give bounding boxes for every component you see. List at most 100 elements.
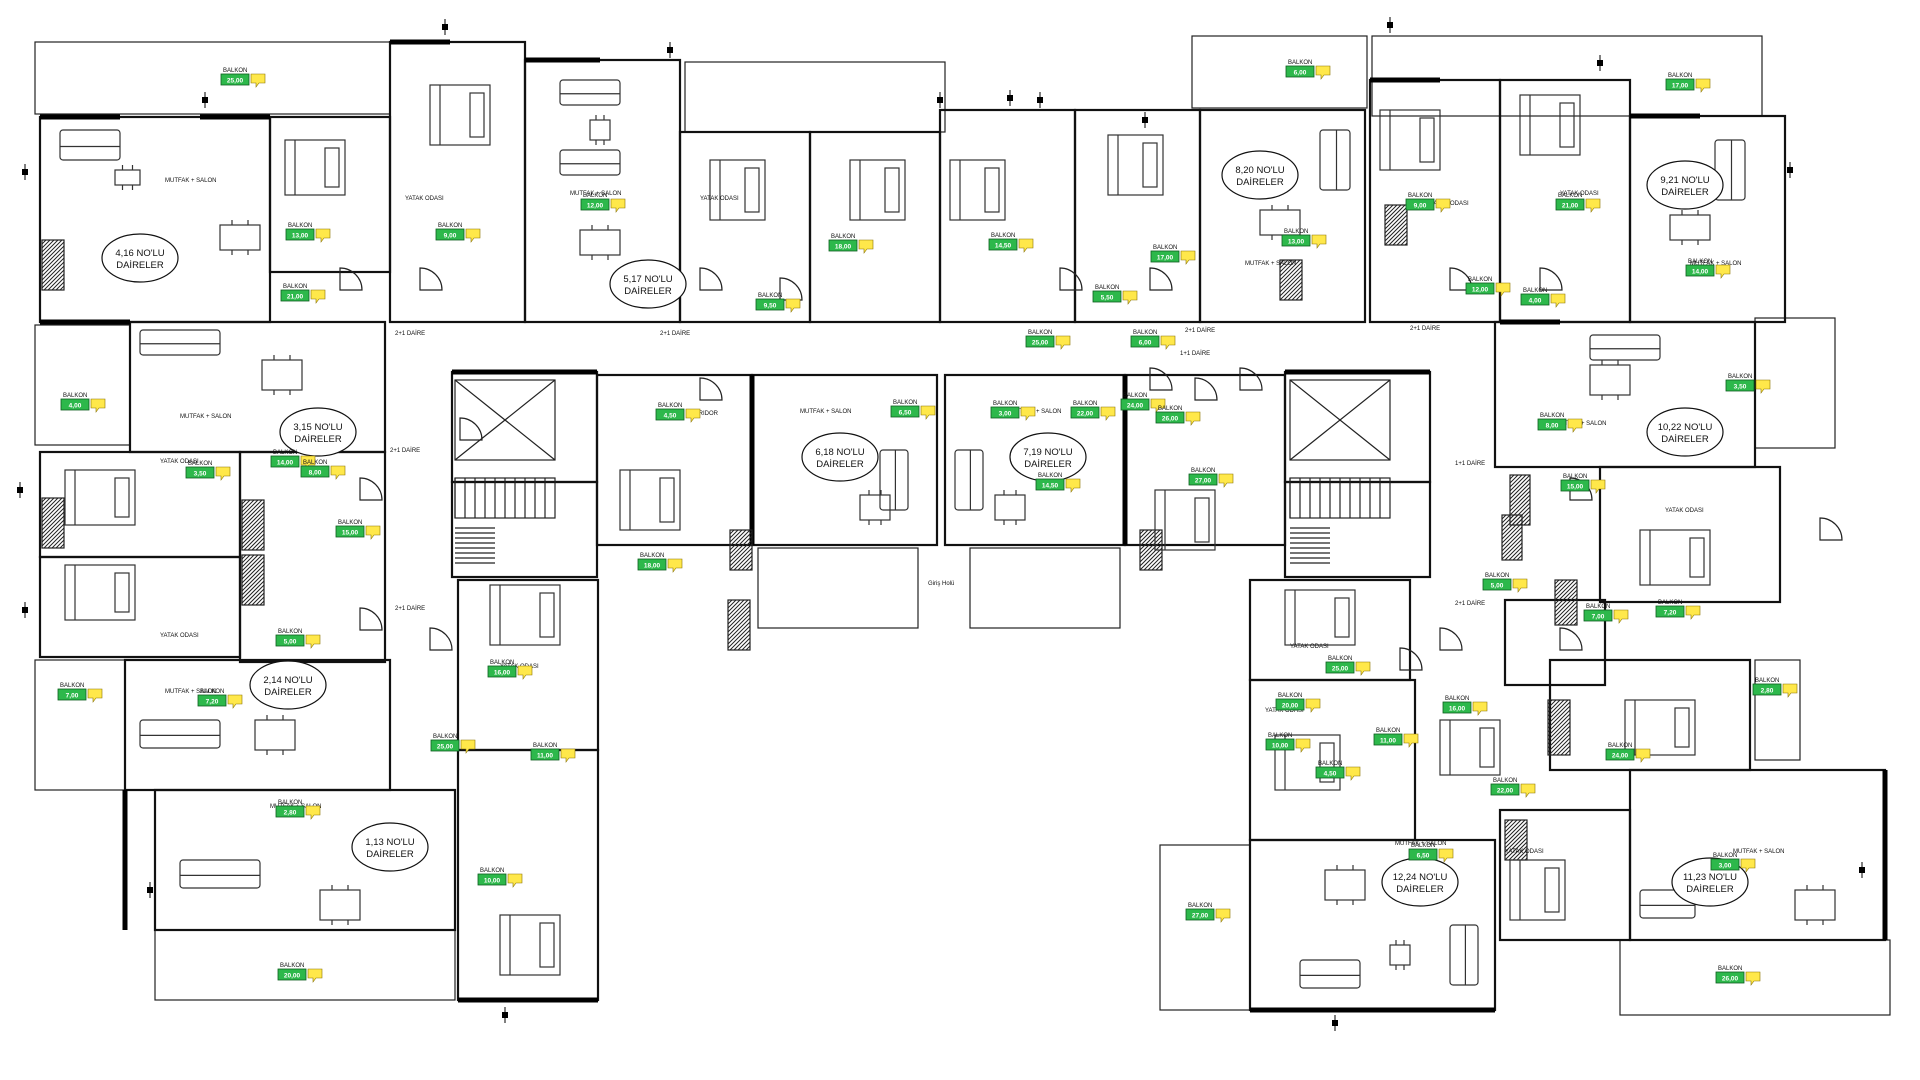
area-tag-room: BALKON [1028, 330, 1052, 336]
sofa [879, 449, 909, 511]
area-tag-room: BALKON [1608, 743, 1632, 749]
apartment-number: 10,22 NO'LU [1658, 422, 1713, 433]
apartment-caption: DAİRELER [1686, 884, 1734, 895]
bed [499, 914, 561, 976]
note-icon [1215, 908, 1231, 923]
area-tag-value: 11,00 [537, 753, 553, 760]
sofa [559, 149, 621, 176]
room-label: 2+1 DAİRE [1185, 327, 1215, 334]
area-tag-value: 12,00 [587, 203, 604, 210]
note-icon [1715, 264, 1731, 279]
area-tag-room: BALKON [1153, 245, 1177, 251]
room-label: 2+1 DAİRE [395, 330, 425, 337]
area-tag-room: BALKON [1095, 285, 1119, 291]
area-tag-room: BALKON [433, 734, 457, 740]
area-tag-value: 26,00 [1162, 416, 1179, 423]
area-tag-room: BALKON [1073, 401, 1097, 407]
section-marker [1597, 55, 1603, 71]
area-tag-room: BALKON [1188, 903, 1212, 909]
area-tag: BALKON 9,00 [1405, 193, 1451, 213]
sofa [559, 79, 621, 106]
note-icon [1160, 335, 1176, 350]
room-label: YATAK ODASI [405, 196, 444, 202]
area-tag-value: 22,00 [1497, 788, 1514, 795]
area-tag-value: 4,00 [69, 403, 82, 410]
area-tag-room: BALKON [1558, 193, 1582, 199]
area-tag-room: BALKON [533, 743, 557, 749]
area-tag: BALKON 11,00 [530, 743, 576, 763]
area-tag-room: BALKON [1408, 193, 1432, 199]
section-marker [1787, 162, 1793, 178]
section-marker [1332, 1015, 1338, 1031]
room-label: YATAK ODASI [1290, 644, 1329, 650]
area-tag-room: BALKON [1318, 761, 1342, 767]
apartment-number: 2,14 NO'LU [263, 675, 312, 686]
sofa [59, 129, 121, 161]
hatched-wall [1547, 699, 1571, 756]
area-tag-room: BALKON [303, 460, 327, 466]
section-markers [17, 17, 1865, 1031]
bed [1519, 94, 1581, 156]
section-marker [937, 92, 943, 108]
door-swing [429, 627, 453, 651]
section-marker [1037, 92, 1043, 108]
note-icon [1295, 738, 1311, 753]
section-marker [442, 19, 448, 35]
room-label: YATAK ODASI [1560, 191, 1599, 197]
area-tag-room: BALKON [288, 223, 312, 229]
area-tag-room: BALKON [1158, 406, 1182, 412]
main-walls [38, 40, 1887, 1012]
area-tag-room: BALKON [893, 400, 917, 406]
bed [619, 469, 681, 531]
note-icon [1100, 406, 1116, 421]
area-tag-value: 21,00 [287, 294, 304, 301]
area-tag-room: BALKON [278, 629, 302, 635]
bed [1624, 699, 1696, 756]
note-icon [365, 525, 381, 540]
area-tag-value: 4,00 [1529, 298, 1542, 305]
area-tag-value: 9,00 [1414, 203, 1427, 210]
area-tag-room: BALKON [1668, 73, 1692, 79]
note-icon [1403, 733, 1419, 748]
note-icon [1315, 65, 1331, 80]
note-icon [1613, 609, 1629, 624]
area-tag-room: BALKON [1718, 966, 1742, 972]
note-icon [1745, 971, 1761, 986]
apartment-number: 9,21 NO'LU [1660, 175, 1709, 186]
room-label: 2+1 DAİRE [1455, 600, 1485, 607]
area-tag-room: BALKON [1713, 853, 1737, 859]
area-tag-value: 24,00 [1127, 403, 1144, 410]
note-icon [315, 228, 331, 243]
dining-table [1589, 360, 1631, 400]
sofa [179, 859, 261, 889]
note-icon [1018, 238, 1034, 253]
area-tag-room: BALKON [1376, 728, 1400, 734]
note-icon [610, 198, 626, 213]
area-tag-room: BALKON [1268, 733, 1292, 739]
area-tag-room: BALKON [1468, 277, 1492, 283]
hatched-wall [241, 554, 265, 606]
note-icon [1020, 406, 1036, 421]
area-tag-value: 7,00 [1592, 614, 1605, 621]
area-tag-value: 2,80 [1761, 688, 1774, 695]
note-icon [1438, 848, 1454, 863]
note-icon [305, 805, 321, 820]
note-icon [507, 873, 523, 888]
door-swing [419, 267, 443, 291]
apartment-caption: DAİRELER [294, 434, 342, 445]
section-marker [202, 92, 208, 108]
